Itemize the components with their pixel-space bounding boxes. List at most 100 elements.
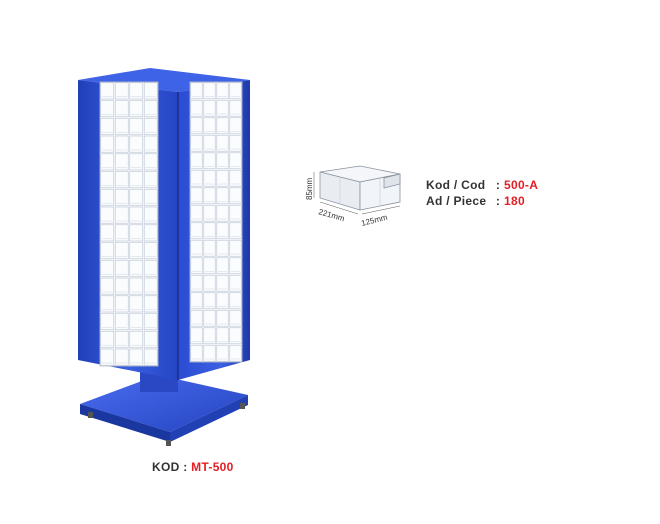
spec-code-line: Kod / Cod:500-A	[426, 178, 538, 192]
rack-bin-cell	[144, 313, 158, 330]
rack-bin-cell	[229, 240, 242, 257]
rack-bin-cell	[100, 100, 114, 117]
rack-bin-cell	[114, 153, 129, 171]
rack-bin-cell	[100, 189, 114, 206]
spec-code-sep: :	[495, 178, 501, 192]
rack-bin-cell	[114, 330, 129, 348]
rack-bin-cell	[229, 327, 242, 344]
rack-bin-cell	[203, 240, 216, 257]
rack-bin-cell	[203, 82, 216, 99]
rack-bin-cell	[216, 222, 229, 240]
bin-width-dim: 125mm	[360, 213, 388, 228]
rack-bin-cell	[216, 117, 229, 135]
rack-bin-cell	[203, 222, 216, 240]
rack-bin-cell	[144, 224, 158, 242]
rack-bin-cell	[229, 187, 242, 205]
rack-bin-cell	[129, 153, 144, 171]
rack-bin-cell	[190, 240, 203, 257]
rack-bin-cell	[144, 100, 158, 117]
rack-left-bins	[99, 81, 159, 367]
rack-bin-cell	[203, 170, 216, 187]
rack-bin-cell	[114, 82, 129, 100]
rack-bin-cell	[216, 240, 229, 257]
rack-bin-cell	[229, 205, 242, 222]
spec-piece-line: Ad / Piece:180	[426, 194, 525, 208]
rack-bin-cell	[229, 292, 242, 310]
rack-bin-cell	[114, 224, 129, 242]
spec-code-value: 500-A	[504, 178, 539, 192]
rack-bin-cell	[129, 295, 144, 313]
rack-bin-cell	[144, 348, 158, 366]
rack-bin-cell	[190, 135, 203, 152]
rack-bin-cell	[100, 242, 114, 260]
rack-bin-cell	[216, 170, 229, 187]
rack-bin-cell	[129, 313, 144, 330]
rack-bin-cell	[216, 99, 229, 117]
rack-bin-cell	[100, 153, 114, 171]
storage-bin-icon: 85mm 221mm 125mm	[305, 165, 401, 228]
rack-bin-cell	[216, 275, 229, 292]
rack-bin-cell	[216, 187, 229, 205]
rack-bin-cell	[129, 260, 144, 277]
rack-bin-cell	[229, 82, 242, 99]
product-code: KOD : MT-500	[152, 460, 234, 474]
rack-bin-cell	[190, 187, 203, 205]
rack-bin-cell	[129, 277, 144, 295]
rack-bin-cell	[190, 292, 203, 310]
rack-base	[80, 375, 248, 432]
rack-bin-cell	[190, 99, 203, 117]
rack-bin-cell	[216, 257, 229, 275]
rack-bin-cell	[129, 348, 144, 366]
rack-bin-cell	[144, 82, 158, 100]
rotating-bin-rack-icon	[78, 68, 250, 446]
spec-piece-sep: :	[495, 194, 501, 208]
rack-bin-cell	[229, 222, 242, 240]
rack-bin-cell	[129, 135, 144, 153]
rack-bin-cell	[203, 292, 216, 310]
rack-bin-cell	[229, 135, 242, 152]
rack-bin-cell	[203, 205, 216, 222]
rack-bin-cell	[203, 344, 216, 362]
rack-bin-cell	[129, 100, 144, 117]
rack-bin-cell	[229, 344, 242, 362]
rack-bin-cell	[203, 152, 216, 170]
rack-bin-cell	[203, 275, 216, 292]
rack-bin-cell	[144, 206, 158, 224]
rack-bin-cell	[190, 82, 203, 99]
spec-piece-value: 180	[504, 194, 525, 208]
rack-bin-cell	[129, 118, 144, 135]
rack-bin-cell	[144, 330, 158, 348]
rack-bin-cell	[100, 260, 114, 277]
rack-bin-cell	[144, 189, 158, 206]
rack-bin-cell	[229, 152, 242, 170]
rack-bin-cell	[114, 348, 129, 366]
rack-bin-cell	[114, 171, 129, 189]
rack-bin-cell	[203, 117, 216, 135]
rack-bin-cell	[203, 135, 216, 152]
rack-bin-cell	[129, 82, 144, 100]
rack-bin-cell	[144, 171, 158, 189]
rack-bin-cell	[190, 170, 203, 187]
rack-bin-cell	[229, 275, 242, 292]
rack-bin-cell	[144, 260, 158, 277]
rack-bin-cell	[144, 153, 158, 171]
rack-bin-cell	[144, 295, 158, 313]
product-code-label: KOD :	[152, 460, 188, 474]
rack-bin-cell	[216, 152, 229, 170]
rack-bin-cell	[229, 170, 242, 187]
rack-bin-cell	[190, 327, 203, 344]
rack-bin-cell	[129, 189, 144, 206]
rack-bin-cell	[100, 295, 114, 313]
rack-bin-cell	[216, 135, 229, 152]
rack-bin-cell	[229, 309, 242, 327]
rack-bin-cell	[114, 118, 129, 135]
rack-bin-cell	[229, 117, 242, 135]
rack-bin-cell	[100, 224, 114, 242]
rack-bin-cell	[190, 205, 203, 222]
rack-bin-cell	[100, 348, 114, 366]
rack-bin-cell	[144, 242, 158, 260]
rack-bin-cell	[216, 344, 229, 362]
rack-bin-cell	[216, 309, 229, 327]
rack-bin-cell	[190, 152, 203, 170]
